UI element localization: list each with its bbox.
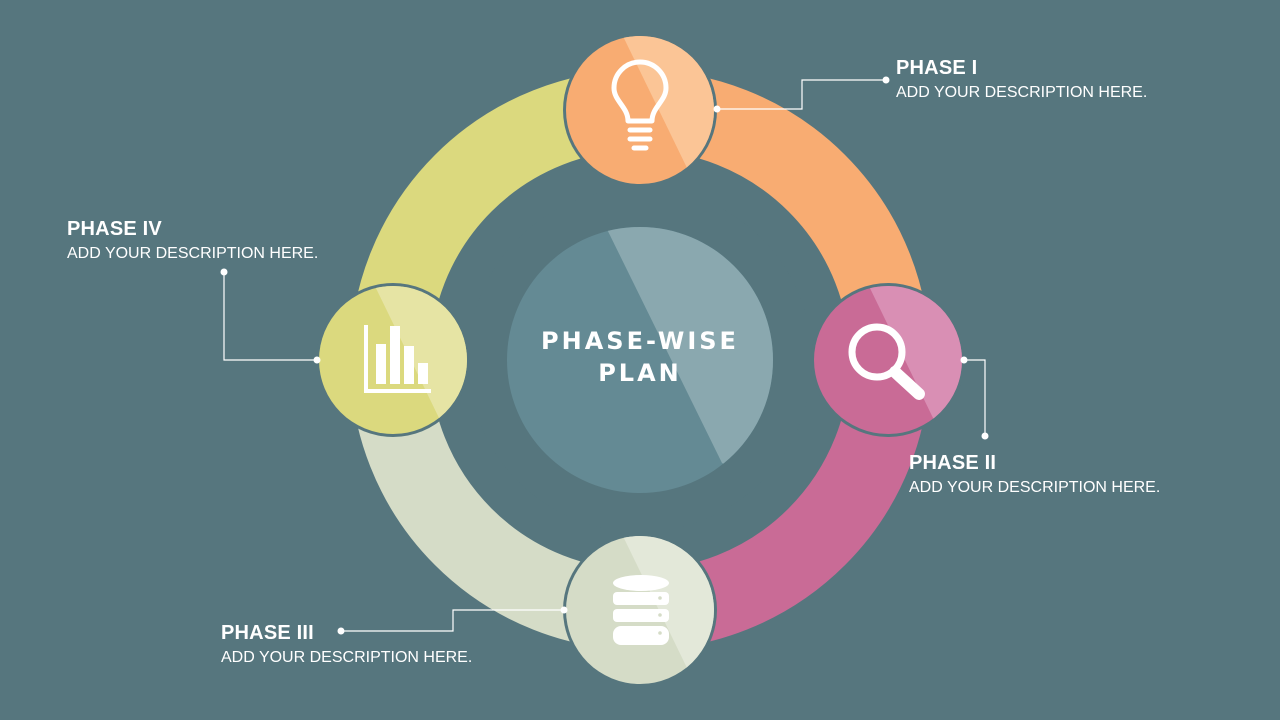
connector-dot (337, 627, 345, 635)
connector-dot (960, 356, 968, 364)
center-title-line-1: PHASE-WISE (541, 327, 739, 355)
connector-phase-1 (717, 79, 886, 110)
phase-4-description: ADD YOUR DESCRIPTION HERE. (67, 245, 319, 262)
connector-dot (220, 268, 228, 276)
phase-3-description: ADD YOUR DESCRIPTION HERE. (221, 649, 473, 666)
center-title: PHASE-WISE PLAN (500, 325, 780, 389)
connector-phase-3 (341, 609, 564, 632)
connector-dot (981, 432, 989, 440)
phase-4-label: PHASE IV ADD YOUR DESCRIPTION HERE. (67, 217, 318, 265)
lightbulb-icon (611, 59, 669, 151)
phase-2-description: ADD YOUR DESCRIPTION HERE. (909, 479, 1161, 496)
database-icon (613, 575, 669, 645)
bar-chart-icon (364, 325, 431, 393)
phase-1-title: PHASE I (896, 57, 978, 79)
phase-4-title: PHASE IV (67, 218, 162, 240)
magnifier-icon (848, 323, 925, 400)
connector-dot (560, 606, 568, 614)
connector-dot (313, 356, 321, 364)
connector-phase-4 (223, 272, 317, 361)
phase-3-title: PHASE III (221, 622, 314, 644)
connector-phase-2 (964, 359, 986, 436)
connector-dot (713, 105, 721, 113)
center-title-line-2: PLAN (598, 359, 682, 387)
phase-3-label: PHASE III ADD YOUR DESCRIPTION HERE. (221, 621, 472, 669)
phase-1-label: PHASE I ADD YOUR DESCRIPTION HERE. (896, 56, 1147, 104)
center-disc (507, 227, 773, 493)
phase-2-label: PHASE II ADD YOUR DESCRIPTION HERE. (909, 451, 1160, 499)
phase-2-title: PHASE II (909, 452, 997, 474)
connector-dot (882, 76, 890, 84)
phase-1-description: ADD YOUR DESCRIPTION HERE. (896, 84, 1148, 101)
